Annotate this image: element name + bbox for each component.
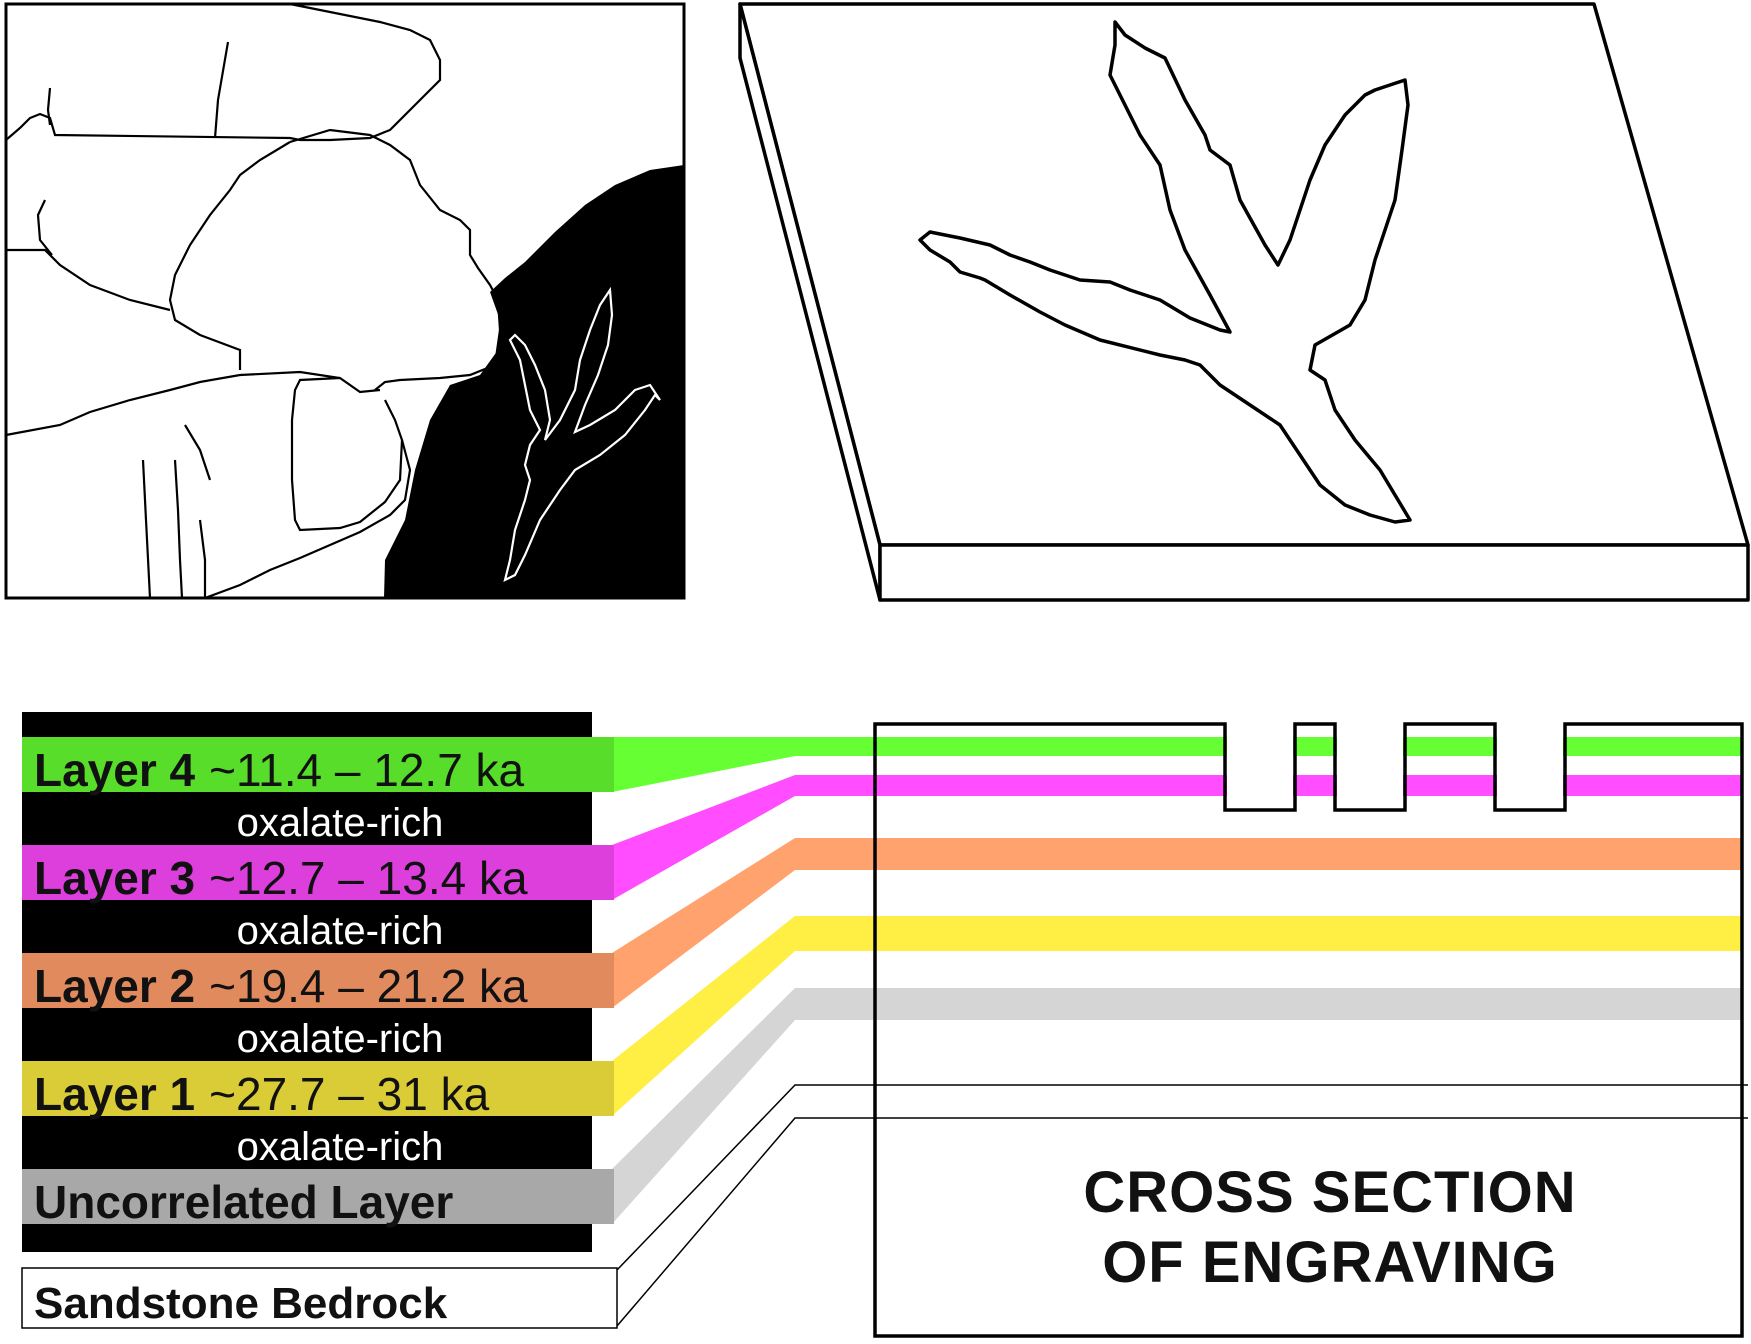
layer-3-age: ~12.7 – 13.4 ka	[209, 852, 528, 904]
engraving-groove-1	[1227, 726, 1293, 808]
rock-shelter-sketch	[4, 2, 686, 600]
slab-engraving	[918, 20, 1412, 524]
engraving-groove-2	[1337, 726, 1403, 808]
legend-text: Layer 4~11.4 – 12.7 ka oxalate-rich Laye…	[34, 744, 528, 1228]
layer-2-band	[612, 838, 1742, 1008]
engraving-groove-3	[1497, 726, 1563, 808]
layer-1-label: Layer 1 ~27.7 – 31 ka	[34, 1068, 490, 1120]
layer-4-legend-box	[22, 737, 614, 792]
layer-4-label: Layer 4~11.4 – 12.7 ka	[34, 744, 525, 796]
dark-boulder	[384, 165, 684, 598]
engraved-slab	[738, 2, 1750, 602]
legend-boxes	[22, 737, 614, 1224]
slab-front-face	[878, 543, 1750, 602]
layer-2-legend-box	[22, 953, 614, 1008]
uncorrelated-band	[612, 988, 1742, 1224]
layer-3-band	[612, 775, 1742, 900]
layer-2-name: Layer 2	[34, 960, 195, 1012]
oxalate-rich-label-1: oxalate-rich	[237, 1125, 444, 1169]
layer-4-age: ~11.4 – 12.7 ka	[209, 744, 524, 796]
layer-1-name: Layer 1	[34, 1068, 195, 1120]
layer-2-age: ~19.4 – 21.2 ka	[209, 960, 528, 1012]
uncorrelated-layer-label: Uncorrelated Layer	[34, 1176, 453, 1228]
layer-bands	[612, 726, 1742, 1224]
cross-section-title-line2: OF ENGRAVING	[1102, 1230, 1558, 1295]
bedrock-box	[21, 1267, 618, 1329]
layer-3-name: Layer 3	[34, 852, 195, 904]
layer-1-age: ~27.7 – 31 ka	[209, 1068, 489, 1120]
boulder-engraving	[503, 286, 661, 583]
oxalate-rich-label-2: oxalate-rich	[237, 1017, 444, 1061]
layer-2-label: Layer 2 ~19.4 – 21.2 ka	[34, 960, 528, 1012]
uncorrelated-legend-box	[22, 1169, 614, 1224]
layer-3-label: Layer 3 ~12.7 – 13.4 ka	[34, 852, 528, 904]
layer-3-legend-box	[22, 845, 614, 900]
layer-4-name: Layer 4	[34, 744, 196, 796]
bedrock-connectors	[616, 1084, 1748, 1327]
cross-section-outline	[873, 722, 1744, 1338]
oxalate-rich-label-3: oxalate-rich	[237, 909, 444, 953]
layer-1-legend-box	[22, 1061, 614, 1116]
oxalate-rich-label-4: oxalate-rich	[237, 801, 444, 845]
rock-outlines	[5, 2, 502, 600]
bedrock-label: Sandstone Bedrock	[34, 1279, 448, 1328]
layer-4-band	[612, 737, 1742, 792]
layer-1-band	[612, 916, 1742, 1116]
cross-section-title-line1: CROSS SECTION	[1083, 1160, 1576, 1225]
cross-section-box: CROSS SECTION OF ENGRAVING	[873, 722, 1744, 1338]
